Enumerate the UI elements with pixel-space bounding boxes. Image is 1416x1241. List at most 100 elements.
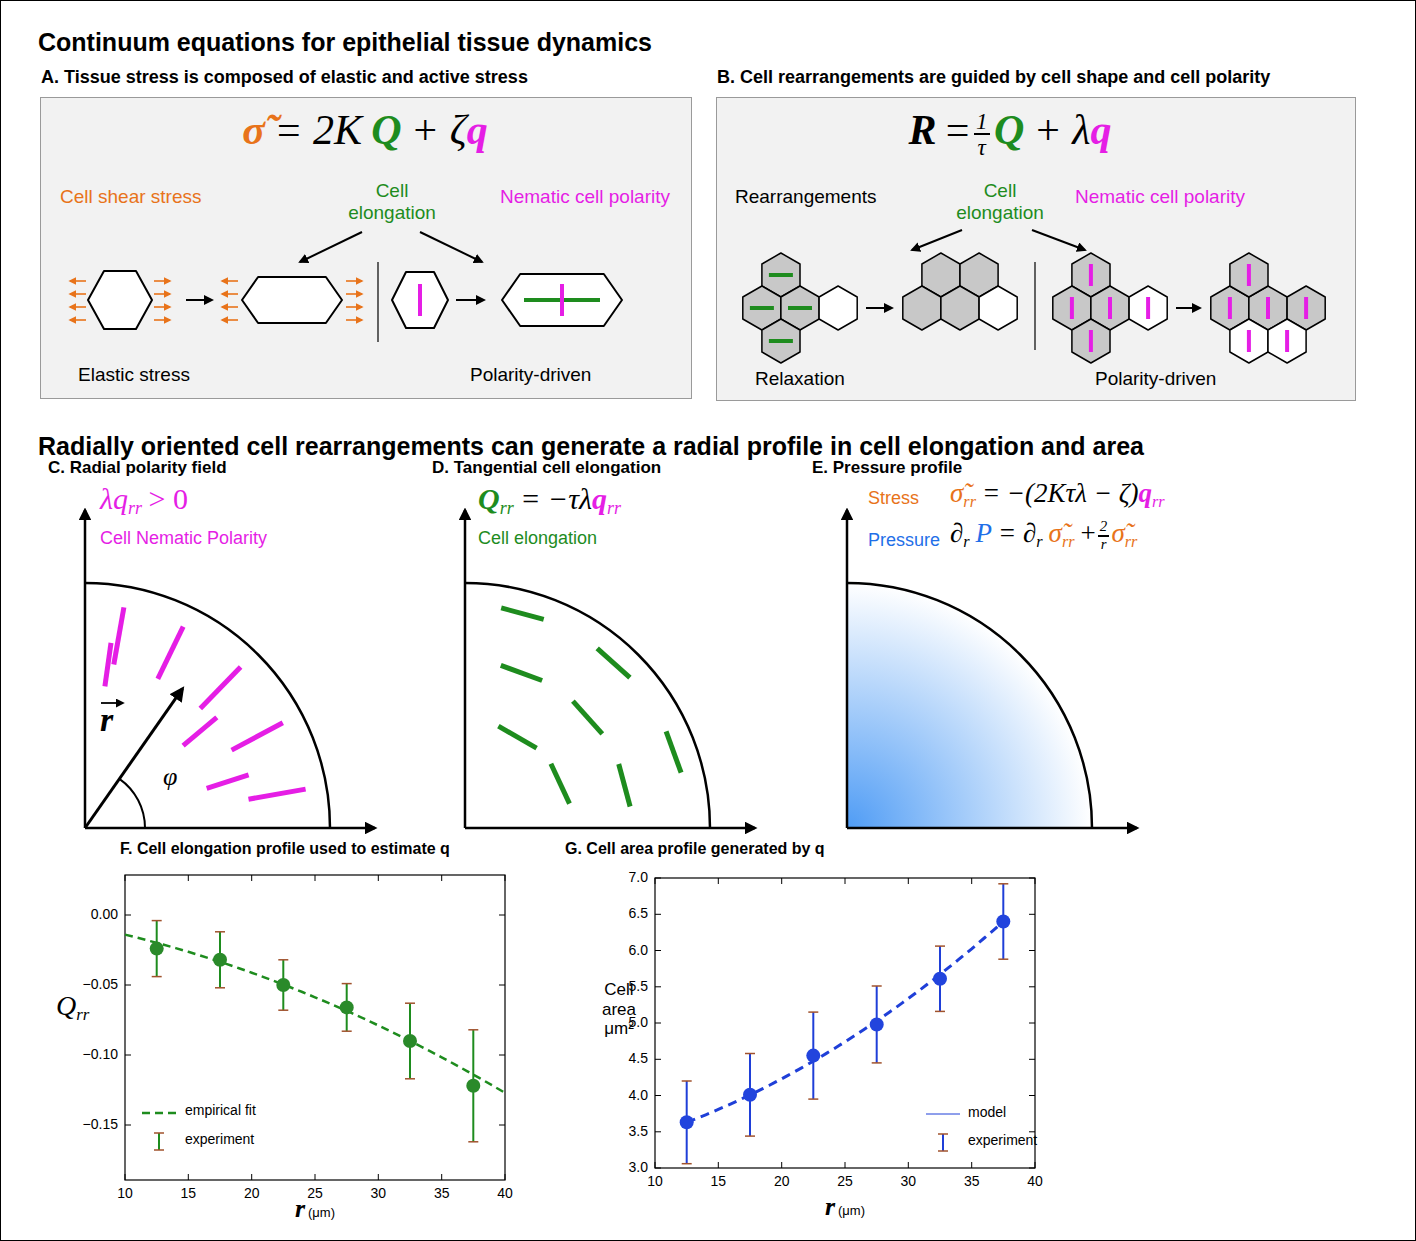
tick-mark	[1029, 914, 1035, 915]
cell-hexagon	[979, 286, 1017, 330]
tick-mark	[441, 875, 442, 881]
text-line: 3.5	[629, 1123, 648, 1139]
force-arrow	[154, 319, 170, 321]
error-cap	[935, 1011, 945, 1013]
data-point	[806, 1049, 820, 1063]
error-cap	[938, 1150, 948, 1152]
cell-hexagon	[1268, 319, 1306, 363]
elongation-bar	[501, 665, 542, 680]
text-line: 4.0	[629, 1087, 648, 1103]
panel-heading: B. Cell rearrangements are guided by cel…	[717, 67, 1270, 88]
tick-mark	[1029, 1023, 1035, 1024]
text-line: 30	[371, 1185, 387, 1201]
tick-mark	[655, 950, 661, 951]
label-text: Stress	[868, 488, 919, 508]
tick-mark	[655, 986, 661, 987]
axis-arrow	[847, 827, 1137, 830]
text-line: 15	[181, 1185, 197, 1201]
text-line: Elastic stress	[78, 364, 190, 386]
pointer-arrow	[1032, 230, 1085, 250]
label-text: φ	[163, 762, 177, 791]
tick-mark	[125, 1174, 126, 1180]
error-cap	[342, 983, 352, 985]
polarity-bar	[1089, 330, 1093, 352]
text-line: 15	[711, 1173, 727, 1189]
tick-mark	[499, 1055, 505, 1056]
polarity-bar	[418, 284, 422, 316]
text-line: experiment	[185, 1131, 254, 1147]
tick-mark	[655, 1131, 661, 1132]
elongation-bar	[498, 726, 536, 748]
polarity-bar	[1108, 297, 1112, 319]
text-line: G. Cell area profile generated by q	[565, 840, 825, 858]
legend-sample	[926, 1114, 960, 1115]
data-point	[743, 1088, 757, 1102]
elongation-bar	[666, 731, 681, 772]
label-text: G. Cell area profile generated by q	[565, 840, 825, 857]
panel-box: A. Tissue stress is composed of elastic …	[40, 97, 692, 399]
tick-mark	[315, 1174, 316, 1180]
error-cap	[682, 1080, 692, 1082]
polarity-bar	[232, 723, 283, 750]
tick-mark	[655, 878, 656, 884]
polarity-bar	[114, 607, 124, 664]
text-line: Cell shear stress	[60, 186, 202, 208]
label-text: Elastic stress	[78, 364, 190, 385]
pointer-arrow	[420, 232, 482, 262]
label-text: rr	[1062, 533, 1075, 551]
polarity-bar	[1089, 264, 1093, 286]
tick-label: 15	[711, 1173, 727, 1189]
tick-mark	[1029, 1095, 1035, 1096]
text-line: 5.0	[629, 1014, 648, 1030]
text-line: 35	[434, 1185, 450, 1201]
tissue-boundary	[847, 583, 1092, 828]
force-arrow	[346, 306, 362, 308]
pressure-fill	[847, 583, 1092, 828]
label-text: Nematic cell polarity	[1075, 186, 1245, 207]
label-text: σ̃	[950, 478, 963, 508]
tick-mark	[251, 1174, 252, 1180]
error-cap	[872, 1062, 882, 1064]
error-cap	[998, 958, 1008, 960]
cell-hexagon	[502, 274, 622, 326]
cell-hexagon	[1129, 286, 1167, 330]
tick-label: 10	[117, 1185, 133, 1201]
tick-label: 35	[434, 1185, 450, 1201]
tick-mark	[655, 1023, 661, 1024]
axis-arrow	[465, 827, 755, 830]
tick-mark	[125, 1055, 131, 1056]
cell-hexagon	[819, 286, 857, 330]
tick-mark	[781, 1162, 782, 1168]
tick-mark	[188, 1174, 189, 1180]
data-point	[276, 978, 290, 992]
text-line: D. Tangential cell elongation	[432, 458, 661, 478]
force-arrow	[154, 293, 170, 295]
fraction-denominator: r	[1098, 537, 1108, 553]
text-line: 20	[244, 1185, 260, 1201]
fraction-numerator: 2	[1098, 519, 1108, 537]
tick-label: 40	[1027, 1173, 1043, 1189]
cell-hexagon	[762, 319, 800, 363]
text-line: −0.05	[83, 976, 118, 992]
cell-hexagon	[941, 286, 979, 330]
tick-label: 5.5	[629, 978, 648, 994]
error-cap	[745, 1053, 755, 1055]
label-text: q	[592, 482, 607, 515]
tissue-boundary	[465, 583, 710, 828]
label-text: +	[1080, 518, 1095, 548]
force-arrow	[346, 293, 362, 295]
label-text: rr	[1125, 533, 1138, 551]
tick-mark	[499, 985, 505, 986]
text-line: empirical fit	[185, 1102, 256, 1118]
tick-mark	[1029, 1059, 1035, 1060]
label-text: σ̃	[242, 107, 265, 153]
text-line: Stress	[868, 488, 919, 509]
tick-mark	[505, 1174, 506, 1180]
text-line: 3.0	[629, 1159, 648, 1175]
tick-label: 6.5	[629, 905, 648, 921]
elongation-bar	[750, 306, 774, 310]
text-line: Relaxation	[755, 368, 845, 390]
transition-arrow	[866, 307, 892, 309]
error-cap	[152, 920, 162, 922]
error-cap	[154, 1132, 164, 1134]
